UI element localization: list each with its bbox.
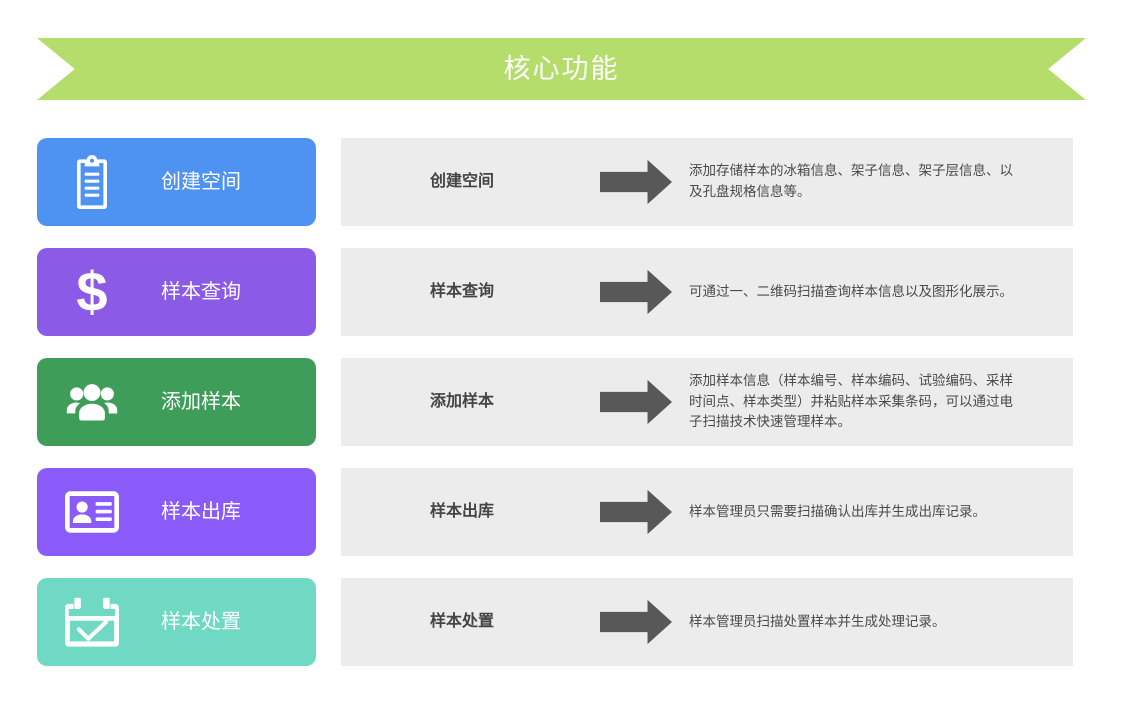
feature-card-label: 添加样本	[161, 391, 241, 413]
id-card-icon	[65, 485, 119, 539]
banner-ribbon: 核心功能	[37, 38, 1086, 100]
feature-card-label: 样本处置	[161, 611, 241, 633]
feature-detail-text: 可通过一、二维码扫描查询样本信息以及图形化展示。	[689, 283, 1013, 299]
feature-row: 样本查询 样本查询 可通过一、二维码扫描查询样本信息以及图形化展示。	[0, 248, 1123, 336]
feature-detail-panel-2: 添加样本 添加样本信息（样本编号、样本编码、试验编码、采样时间点、样本类型）并粘贴…	[341, 358, 1073, 446]
feature-detail-panel-3: 样本出库 样本管理员只需要扫描确认出库并生成出库记录。	[341, 468, 1073, 556]
feature-card-4[interactable]: 样本处置	[37, 578, 316, 666]
calendar-check-icon	[65, 595, 119, 649]
feature-card-0[interactable]: 创建空间	[37, 138, 316, 226]
feature-detail-title: 创建空间	[429, 173, 494, 190]
feature-card-label: 创建空间	[161, 171, 241, 193]
users-group-icon	[65, 375, 119, 429]
feature-rows: 创建空间 创建空间 添加存储样本的冰箱信息、架子信息、架子层信息、以及孔盘规格信息等…	[0, 138, 1123, 688]
feature-detail-text: 样本管理员只需要扫描确认出库并生成出库记录。	[689, 503, 986, 519]
right-arrow-icon	[583, 269, 689, 315]
feature-detail-panel-1: 样本查询 可通过一、二维码扫描查询样本信息以及图形化展示。	[341, 248, 1073, 336]
feature-card-1[interactable]: 样本查询	[37, 248, 316, 336]
feature-detail-text: 样本管理员扫描处置样本并生成处理记录。	[689, 613, 946, 629]
feature-detail-text: 添加样本信息（样本编号、样本编码、试验编码、采样时间点、样本类型）并粘贴样本采集…	[689, 372, 1013, 430]
feature-row: 样本出库 样本出库 样本管理员只需要扫描确认出库并生成出库记录。	[0, 468, 1123, 556]
feature-detail-title: 样本出库	[429, 503, 494, 520]
dollar-sign-icon	[65, 265, 119, 319]
feature-detail-title: 样本查询	[429, 283, 494, 300]
right-arrow-icon	[583, 379, 689, 425]
feature-detail-panel-0: 创建空间 添加存储样本的冰箱信息、架子信息、架子层信息、以及孔盘规格信息等。	[341, 138, 1073, 226]
feature-card-2[interactable]: 添加样本	[37, 358, 316, 446]
feature-card-label: 样本查询	[161, 281, 241, 303]
feature-row: 添加样本 添加样本 添加样本信息（样本编号、样本编码、试验编码、采样时间点、样本类型…	[0, 358, 1123, 446]
feature-detail-panel-4: 样本处置 样本管理员扫描处置样本并生成处理记录。	[341, 578, 1073, 666]
feature-detail-text: 添加存储样本的冰箱信息、架子信息、架子层信息、以及孔盘规格信息等。	[689, 163, 1013, 199]
feature-row: 创建空间 创建空间 添加存储样本的冰箱信息、架子信息、架子层信息、以及孔盘规格信息等…	[0, 138, 1123, 226]
right-arrow-icon	[583, 599, 689, 645]
right-arrow-icon	[583, 159, 689, 205]
feature-card-3[interactable]: 样本出库	[37, 468, 316, 556]
right-arrow-icon	[583, 489, 689, 535]
feature-detail-title: 样本处置	[429, 613, 494, 630]
feature-detail-title: 添加样本	[429, 393, 494, 410]
clipboard-icon	[65, 155, 119, 209]
feature-row: 样本处置 样本处置 样本管理员扫描处置样本并生成处理记录。	[0, 578, 1123, 666]
core-features-banner: 核心功能	[37, 38, 1086, 100]
feature-card-label: 样本出库	[161, 501, 241, 523]
page-title: 核心功能	[503, 53, 620, 84]
